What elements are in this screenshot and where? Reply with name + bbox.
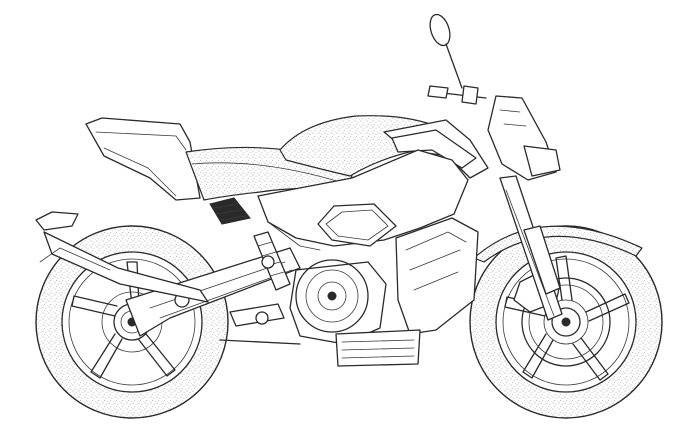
headlight [487, 95, 561, 181]
battery-housing [395, 217, 479, 335]
electric-motor [289, 259, 387, 345]
rear-shock [253, 231, 291, 291]
controller-box [335, 329, 421, 367]
front-fork [499, 175, 563, 321]
tail-light [35, 211, 79, 231]
handlebar [427, 85, 487, 105]
tail-section [35, 117, 209, 303]
fuel-tank [279, 115, 489, 191]
mirror [429, 13, 463, 89]
footpeg-bracket [219, 303, 301, 345]
main-frame [257, 149, 479, 335]
seat-side-vent [209, 197, 251, 225]
front-wheel [469, 225, 663, 419]
